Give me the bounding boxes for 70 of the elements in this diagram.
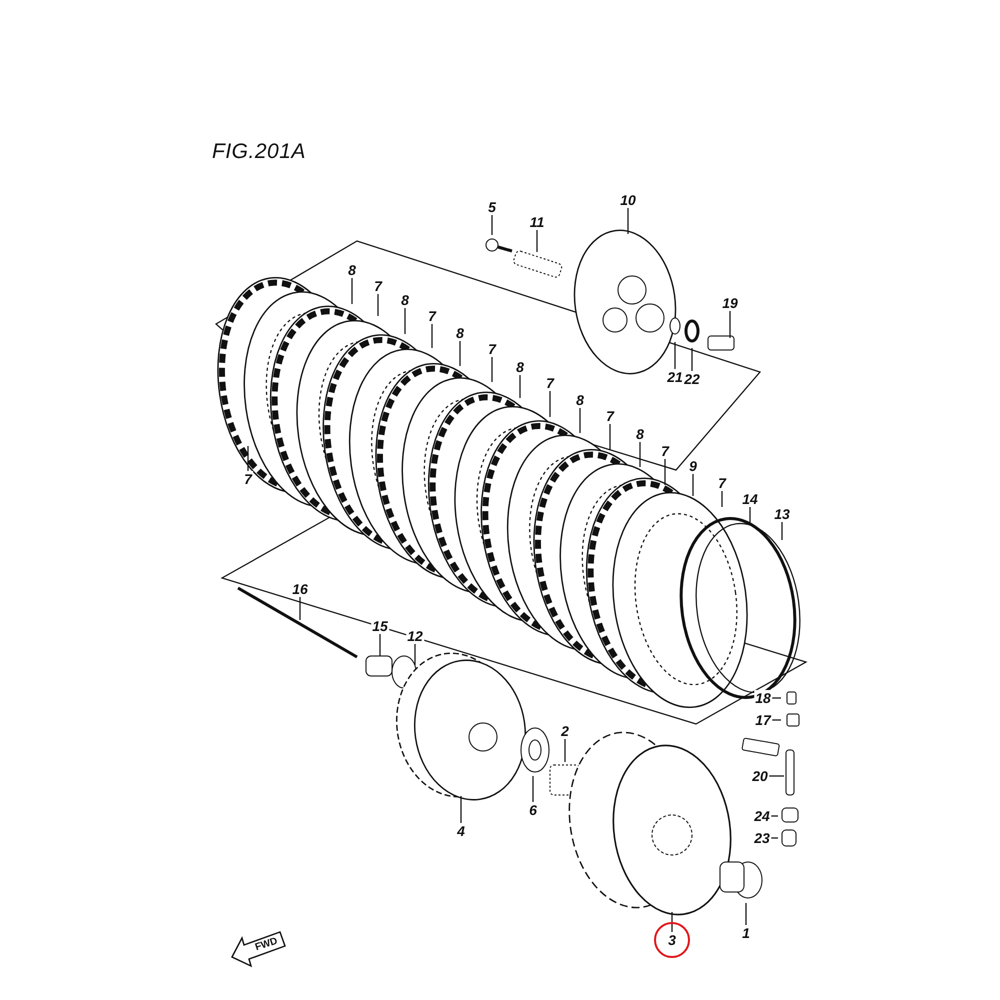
callout-number: 8 <box>347 262 357 278</box>
callout-number: 7 <box>545 375 555 391</box>
leader-line <box>691 348 693 371</box>
callout-number: 20 <box>751 768 769 784</box>
callout-number: 17 <box>754 712 772 728</box>
callout-number: 24 <box>753 808 771 824</box>
leader-line <box>377 294 379 316</box>
callout-number: 14 <box>741 491 759 507</box>
leader-line <box>549 391 551 417</box>
callout-number: 9 <box>688 458 698 474</box>
leader-line <box>721 491 723 507</box>
leader-line <box>247 446 249 471</box>
callout-number: 8 <box>635 426 645 442</box>
callout-number: 8 <box>575 392 585 408</box>
callout-number: 18 <box>754 690 772 706</box>
callout-number: 7 <box>605 408 615 424</box>
callout-number: 6 <box>528 802 538 818</box>
leader-line <box>769 775 784 777</box>
callout-number: 8 <box>400 292 410 308</box>
leader-line <box>351 278 353 304</box>
leader-line <box>609 424 611 450</box>
callout-number: 3 <box>667 932 677 948</box>
leader-line <box>729 311 731 338</box>
callout-number: 1 <box>741 925 751 941</box>
leader-line <box>404 308 406 334</box>
callout-number: 21 <box>666 369 684 385</box>
leader-line <box>460 796 462 823</box>
figure-title: FIG.201A <box>212 140 306 164</box>
leader-line <box>532 776 534 802</box>
leader-line <box>781 522 783 540</box>
callout-number: 5 <box>487 199 497 215</box>
leader-line <box>414 644 416 665</box>
leader-line <box>431 324 433 348</box>
leader-line <box>379 634 381 656</box>
callout-number: 2 <box>560 723 570 739</box>
leader-line <box>536 230 538 252</box>
leader-line <box>627 208 629 234</box>
leader-line <box>674 342 676 369</box>
leader-line <box>459 341 461 366</box>
callout-number: 7 <box>487 341 497 357</box>
leader-line <box>692 474 694 496</box>
callout-number: 13 <box>773 506 791 522</box>
leader-line <box>749 507 751 524</box>
callout-number: 4 <box>456 823 466 839</box>
leader-line <box>491 357 493 382</box>
leader-line <box>491 215 493 235</box>
callout-number: 7 <box>717 475 727 491</box>
callout-number: 7 <box>373 278 383 294</box>
callout-number: 22 <box>683 371 701 387</box>
callout-number: 23 <box>753 830 771 846</box>
callout-number: 15 <box>371 618 389 634</box>
direction-label: FWD <box>254 936 279 954</box>
callout-number: 19 <box>721 295 739 311</box>
leader-line <box>664 459 666 485</box>
callout-number: 8 <box>515 359 525 375</box>
callout-number: 11 <box>528 214 546 230</box>
leader-line <box>639 442 641 467</box>
callout-number: 10 <box>619 192 637 208</box>
leader-line <box>579 408 581 433</box>
callout-number: 16 <box>291 581 309 597</box>
leader-line <box>299 597 301 620</box>
leader-line <box>519 375 521 398</box>
callout-number: 7 <box>427 308 437 324</box>
callout-number: 8 <box>455 325 465 341</box>
leader-line <box>745 903 747 925</box>
leader-line <box>671 912 673 932</box>
callout-number: 7 <box>660 443 670 459</box>
callout-number: 12 <box>406 628 424 644</box>
leader-line <box>564 739 566 762</box>
callout-number: 7 <box>243 471 253 487</box>
